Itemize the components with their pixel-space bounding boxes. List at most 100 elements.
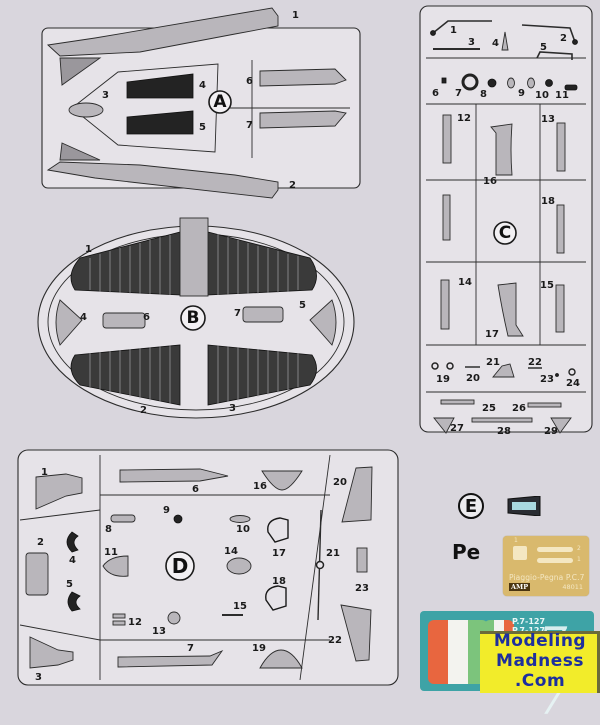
sprue-b-part-1-left [70,231,181,296]
sprue-d-part-12a [112,613,126,619]
part-label: 4 [199,80,206,91]
sprue-d: D 1 2 3 4 5 6 7 8 9 10 11 12 13 14 15 16… [17,449,399,686]
part-label: 1 [292,10,299,21]
photoetch-label: Pe [452,540,481,564]
sprue-c-part-17 [497,282,524,337]
sprue-c-part-15 [555,284,565,333]
part-label: 26 [512,403,526,414]
modeling-madness-watermark: Modeling Madness .Com [480,631,600,693]
sprue-c-part-11 [564,84,578,91]
sprue-a-part-7 [259,110,347,129]
sprue-d-part-5 [67,591,81,612]
sprue-d-part-16 [261,470,303,491]
sprue-d-part-13 [167,611,181,625]
pe-part-number: 1 [514,537,518,544]
part-label: 7 [246,120,253,131]
pe-kit-code: 48011 [562,583,583,591]
part-label: 17 [272,548,286,559]
sprue-a-part-5 [126,110,194,135]
sprue-c-letter-circle [493,221,517,245]
part-label: 6 [143,312,150,323]
sprue-b-letter: B [187,308,200,328]
sprue-c-part-24 [568,368,576,376]
part-label: 2 [140,405,147,416]
registration-decal: P.7-127 [512,617,546,626]
part-label: 29 [544,426,558,437]
part-label: 8 [480,89,487,100]
part-label: 16 [483,176,497,187]
sprue-d-part-17 [267,517,289,543]
part-label: 12 [128,617,142,628]
part-label: 24 [566,378,580,389]
sprue-c-part-10 [545,79,553,87]
registration-decal: P.7-127 [512,626,545,635]
sprue-a-part-2 [46,161,279,199]
sprue-c-part-16 [490,123,513,176]
part-label: 3 [468,37,475,48]
sprue-a-part-1 [47,7,279,57]
sprue-c-part-29 [550,417,572,434]
sprue-a-part-6 [259,68,347,87]
sprue-d-part-12b [112,620,126,626]
watermark-line: Modeling [493,631,587,651]
sprue-b-part-2 [70,344,181,406]
part-label: 11 [555,90,569,101]
part-label: 6 [192,484,199,495]
pe-brand-logo: AMP [509,583,531,591]
sprue-c-part-13 [556,122,566,172]
sprue-a-part-4 [126,73,194,99]
sprue-a-letter-circle [208,90,232,114]
part-label: 21 [326,548,340,559]
sprue-c-part-unlabeled [442,194,451,241]
sprue-c-part-9a [507,77,515,89]
part-label: 4 [80,312,87,323]
part-label: 23 [355,583,369,594]
sprue-c-part-8 [487,78,497,88]
part-label: 19 [436,374,450,385]
part-label: 6 [432,88,439,99]
sprue-c-part-18 [556,204,565,254]
sprue-b-part-5 [309,299,337,346]
sprue-e-windscreen-part [507,496,541,516]
part-label: 5 [299,300,306,311]
sprue-d-part-20 [341,466,373,523]
part-label: 9 [163,505,170,516]
sprue-c: C 1 2 3 4 5 6 7 8 9 10 11 12 13 14 15 16… [419,5,593,437]
sprue-c-part-28 [471,417,533,423]
sprue-c-part-7 [461,73,479,91]
part-label: 17 [485,329,499,340]
sprue-b-part-7 [242,306,284,323]
part-label: 28 [497,426,511,437]
part-label: 22 [528,357,542,368]
part-label: 6 [246,76,253,87]
part-label: 7 [234,308,241,319]
sprue-d-part-7 [117,649,224,668]
sprue-d-part-19 [259,649,303,669]
part-label: 5 [66,579,73,590]
part-label: 11 [104,547,118,558]
sprue-a-letter: A [213,92,227,112]
part-label: 15 [540,280,554,291]
parts-diagram: A 1 2 3 4 5 6 7 B 1 2 3 [17,5,593,686]
sprue-c-part-6 [441,77,447,84]
part-label: 8 [105,524,112,535]
sprue-d-part-1 [35,473,83,510]
part-label: 13 [152,626,166,637]
part-label: 4 [492,38,499,49]
sprue-b-letter-circle [180,305,206,331]
sprue-c-part-23 [555,373,559,377]
sprue-c-part-4 [501,31,509,51]
sprue-a: A 1 2 3 4 5 6 7 [41,7,361,199]
part-label: 25 [482,403,496,414]
part-label: 3 [102,90,109,101]
part-label: 16 [253,481,267,492]
sprue-d-part-4 [66,531,79,553]
sprue-d-part-3 [29,636,74,669]
pe-grid-part [513,546,527,560]
sprue-c-part-21 [492,363,515,378]
sprue-c-part-2 [521,24,576,43]
photoetch-fret: 1 2 1 Piaggio-Pegna P.C.7 AMP 48011 [503,536,589,596]
part-label: 2 [560,33,567,44]
sprue-d-part-22 [340,604,372,662]
sprue-c-frame [419,5,593,433]
